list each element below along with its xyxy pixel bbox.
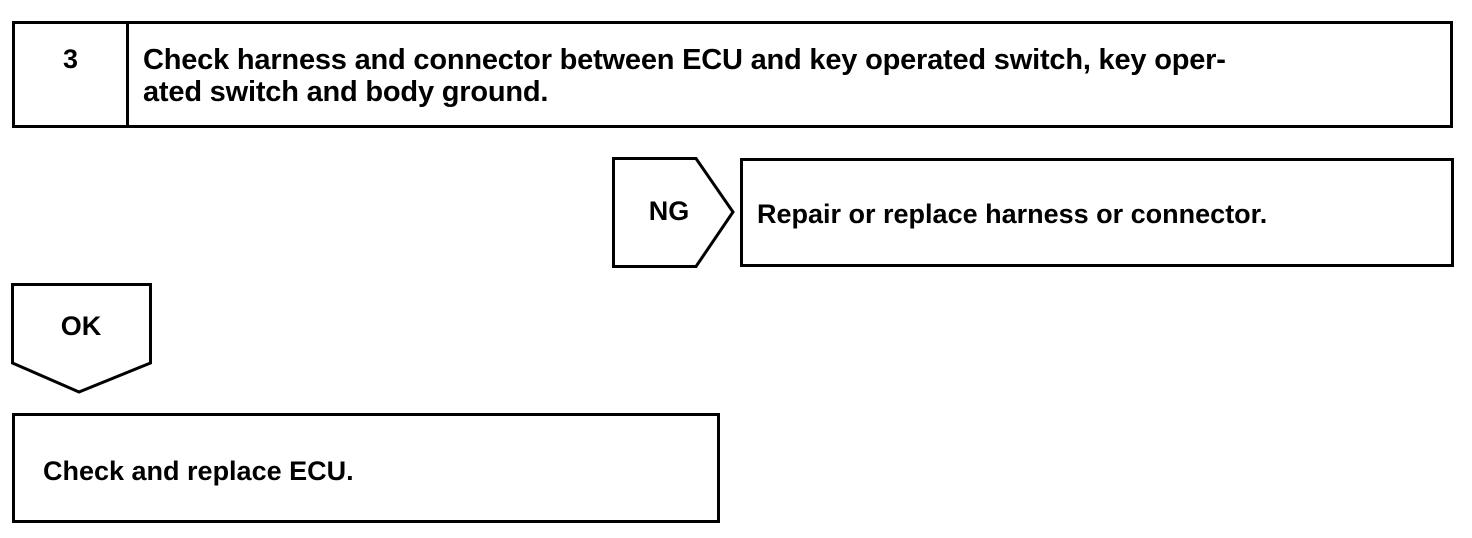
ng-tag: NG — [648, 196, 690, 226]
ng-tag-shape — [612, 157, 735, 268]
ok-tag-shape — [11, 283, 152, 394]
step-number-cell: 3 — [15, 24, 129, 125]
ok-action-text: Check and replace ECU. — [43, 456, 354, 486]
ng-action-text: Repair or replace harness or connector. — [757, 199, 1268, 229]
ok-tag: OK — [60, 311, 102, 341]
step-title-line-1: Check harness and connector between ECU … — [143, 44, 1226, 76]
step-title-line-2: ated switch and body ground. — [143, 76, 549, 108]
step-number: 3 — [62, 44, 79, 74]
ok-result-box: Check and replace ECU. — [12, 413, 720, 523]
ng-result-box: Repair or replace harness or connector. — [740, 158, 1454, 267]
step-box: 3 Check harness and connector between EC… — [12, 21, 1453, 128]
step-title: Check harness and connector between ECU … — [143, 44, 1420, 108]
